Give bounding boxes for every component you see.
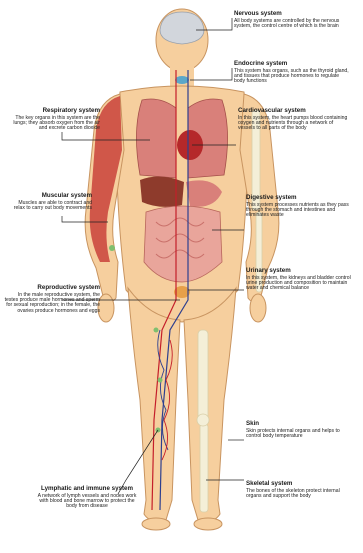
liver [140, 176, 184, 206]
label-title: Nervous system [234, 11, 346, 18]
label-skin: Skin Skin protects internal organs and h… [246, 421, 350, 439]
label-nervous-system: Nervous system All body systems are cont… [234, 11, 346, 29]
label-title: Muscular system [8, 193, 92, 200]
label-title: Skeletal system [246, 481, 352, 488]
label-title: Skin [246, 421, 350, 428]
intestines [144, 206, 222, 282]
label-text: This system processes nutrients as they … [246, 203, 352, 219]
label-text: The bones of the skeleton protect intern… [246, 489, 352, 500]
label-title: Cardiovascular system [238, 108, 350, 115]
brain [160, 12, 204, 44]
right-leg [184, 288, 236, 521]
thyroid-gland [175, 76, 189, 84]
label-title: Urinary system [246, 268, 352, 275]
label-title: Respiratory system [8, 108, 100, 115]
label-title: Digestive system [246, 195, 352, 202]
label-text: Skin protects internal organs and helps … [246, 429, 350, 440]
label-reproductive-system: Reproductive system In the male reproduc… [4, 285, 100, 314]
label-title: Reproductive system [4, 285, 100, 292]
label-endocrine-system: Endocrine system This system has organs,… [234, 61, 349, 85]
label-text: In this system, the kidneys and bladder … [246, 276, 352, 292]
label-skeletal-system: Skeletal system The bones of the skeleto… [246, 481, 352, 499]
label-title: Lymphatic and immune system [36, 486, 138, 493]
left-foot [142, 518, 170, 530]
label-urinary-system: Urinary system In this system, the kidne… [246, 268, 352, 292]
label-digestive-system: Digestive system This system processes n… [246, 195, 352, 219]
right-foot [194, 518, 222, 530]
label-text: In the male reproductive system, the tes… [4, 293, 100, 314]
label-text: A network of lymph vessels and nodes wor… [36, 494, 138, 510]
label-text: All body systems are controlled by the n… [234, 19, 346, 30]
label-text: Muscles are able to contract and relax t… [8, 201, 92, 212]
label-title: Endocrine system [234, 61, 349, 68]
label-text: This system has organs, such as the thyr… [234, 69, 349, 85]
label-text: The key organs in this system are the lu… [8, 116, 100, 132]
left-hand [98, 294, 114, 322]
label-text: In this system, the heart pumps blood co… [238, 116, 350, 132]
label-lymphatic-immune-system: Lymphatic and immune system A network of… [36, 486, 138, 510]
label-muscular-system: Muscular system Muscles are able to cont… [8, 193, 92, 211]
label-cardiovascular-system: Cardiovascular system In this system, th… [238, 108, 350, 132]
right-hand [250, 294, 266, 322]
label-respiratory-system: Respiratory system The key organs in thi… [8, 108, 100, 132]
